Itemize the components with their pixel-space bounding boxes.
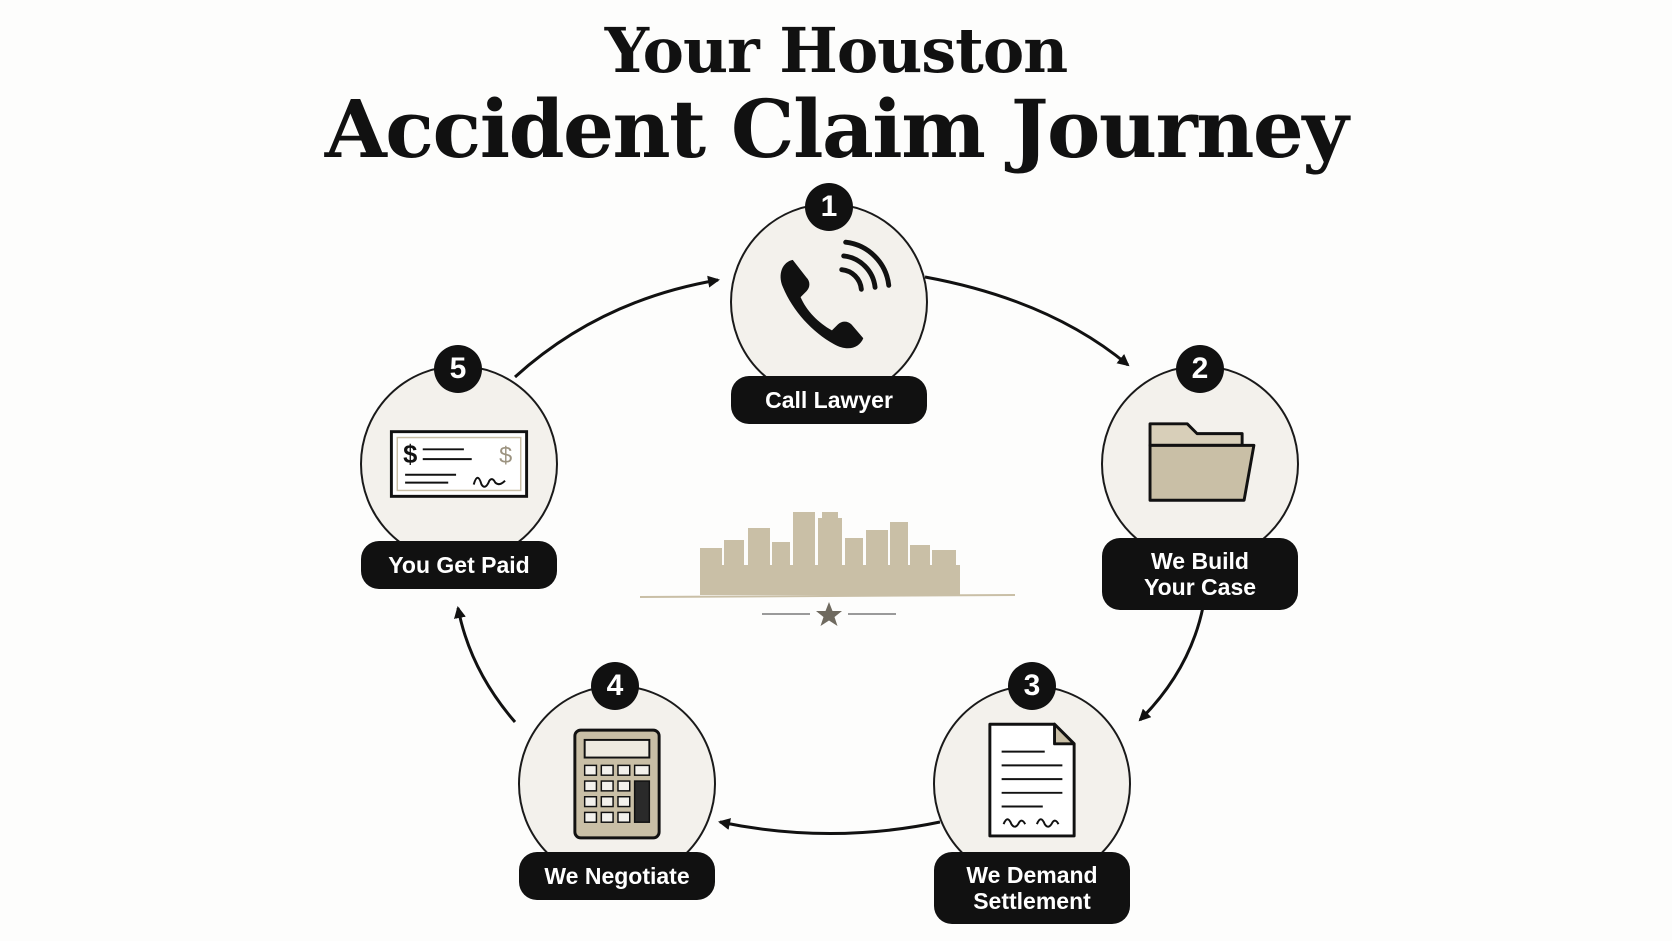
arrow-2-to-3 (1138, 606, 1205, 722)
step-1-label: Call Lawyer (731, 376, 927, 424)
svg-text:$: $ (499, 442, 512, 468)
step-4-number: 4 (591, 662, 639, 710)
svg-text:$: $ (403, 441, 417, 469)
folder-icon (1148, 422, 1256, 502)
step-3-label: We Demand Settlement (934, 852, 1130, 924)
title-line-1: Your Houston (604, 14, 1069, 87)
title-line-2: Accident Claim Journey (324, 82, 1349, 176)
step-1-number: 1 (805, 183, 853, 231)
arrow-5-to-1 (513, 275, 720, 379)
step-2-circle (1101, 365, 1299, 563)
step-3-circle (933, 685, 1131, 883)
step-1-circle (730, 203, 928, 401)
houston-skyline-icon (700, 512, 960, 595)
step-5-label: You Get Paid (361, 541, 557, 589)
arrow-4-to-5 (454, 606, 517, 723)
arrow-1-to-2 (924, 275, 1130, 367)
step-5-number: 5 (434, 345, 482, 393)
step-2-label: We Build Your Case (1102, 538, 1298, 610)
step-3-number: 3 (1008, 662, 1056, 710)
document-icon (988, 722, 1076, 838)
step-4-label: We Negotiate (519, 852, 715, 900)
arrow-3-to-4 (718, 818, 941, 835)
step-5-circle: $ $ (360, 365, 558, 563)
step-2-number: 2 (1176, 345, 1224, 393)
phone-icon (780, 239, 892, 349)
check-icon: $ $ (389, 430, 529, 498)
star-icon (816, 602, 842, 626)
calculator-icon (573, 728, 661, 840)
